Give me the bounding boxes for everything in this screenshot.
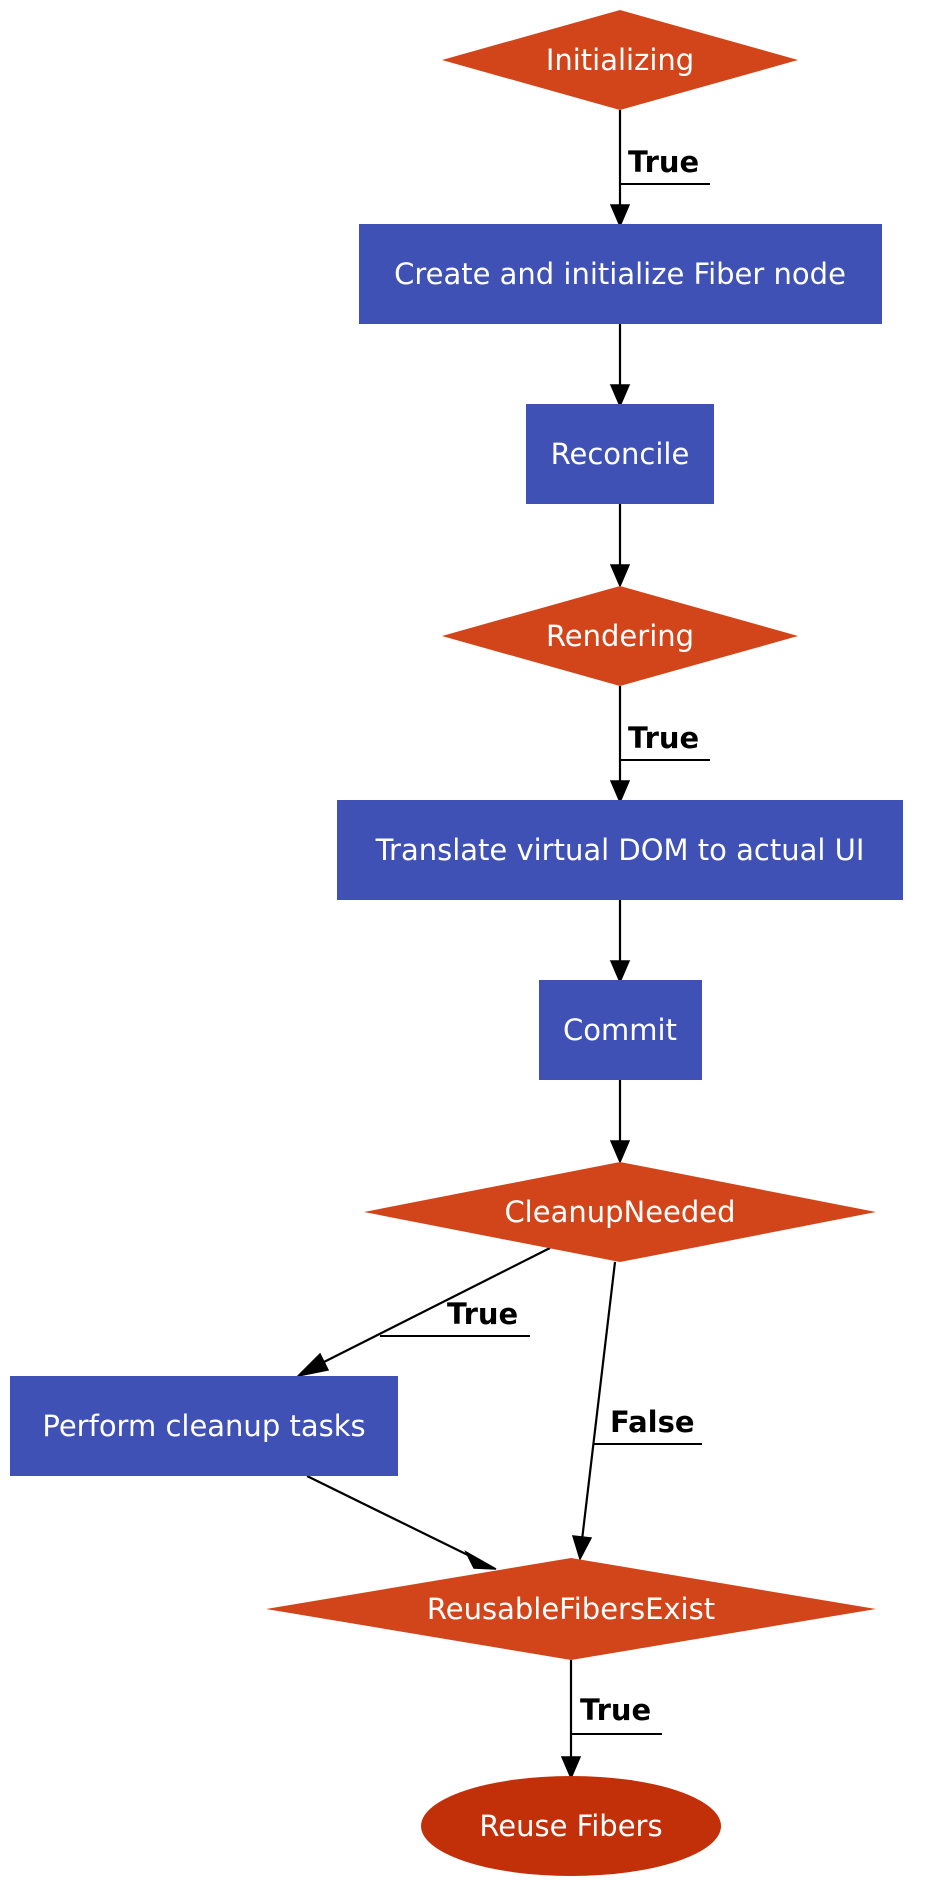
- node-commit-label: Commit: [563, 1013, 677, 1047]
- edge-label-init-true: True: [628, 145, 699, 179]
- node-reuse-fibers[interactable]: Reuse Fibers: [421, 1776, 721, 1876]
- node-translate-dom-label: Translate virtual DOM to actual UI: [375, 833, 865, 867]
- node-commit[interactable]: Commit: [539, 980, 702, 1080]
- node-reusable-fibers-label: ReusableFibersExist: [427, 1592, 715, 1626]
- node-reusable-fibers[interactable]: ReusableFibersExist: [266, 1558, 876, 1660]
- edge-commit-to-cleanup: [609, 1080, 631, 1164]
- node-reconcile[interactable]: Reconcile: [526, 404, 714, 504]
- node-reuse-fibers-label: Reuse Fibers: [479, 1809, 662, 1843]
- node-reconcile-label: Reconcile: [551, 437, 690, 471]
- node-perform-cleanup[interactable]: Perform cleanup tasks: [10, 1376, 398, 1476]
- node-create-fiber-label: Create and initialize Fiber node: [394, 257, 846, 291]
- edge-reusable-to-reuse: True: [560, 1660, 662, 1780]
- edge-reconcile-to-rendering: [609, 504, 631, 588]
- edge-cleanup-to-perform: True: [295, 1247, 551, 1378]
- node-cleanup-needed[interactable]: CleanupNeeded: [364, 1162, 876, 1262]
- edge-label-rendering-true: True: [628, 721, 699, 755]
- node-perform-cleanup-label: Perform cleanup tasks: [42, 1409, 365, 1443]
- node-rendering-label: Rendering: [546, 619, 694, 653]
- node-rendering[interactable]: Rendering: [442, 586, 798, 686]
- edge-cleanup-to-reusable: False: [571, 1261, 702, 1561]
- node-cleanup-needed-label: CleanupNeeded: [504, 1195, 735, 1229]
- edge-perform-to-reusable: [306, 1475, 497, 1570]
- edge-rendering-to-translate: True: [609, 686, 710, 804]
- edge-label-cleanup-true: True: [447, 1297, 518, 1331]
- node-initializing-label: Initializing: [546, 43, 694, 77]
- edge-label-cleanup-false: False: [610, 1405, 695, 1439]
- edge-create-to-reconcile: [609, 324, 631, 408]
- edge-label-reusable-true: True: [580, 1693, 651, 1727]
- edge-translate-to-commit: [609, 900, 631, 984]
- edge-initializing-to-create: True: [609, 110, 710, 228]
- node-translate-dom[interactable]: Translate virtual DOM to actual UI: [337, 800, 903, 900]
- node-create-fiber[interactable]: Create and initialize Fiber node: [359, 224, 882, 324]
- node-initializing[interactable]: Initializing: [442, 10, 798, 110]
